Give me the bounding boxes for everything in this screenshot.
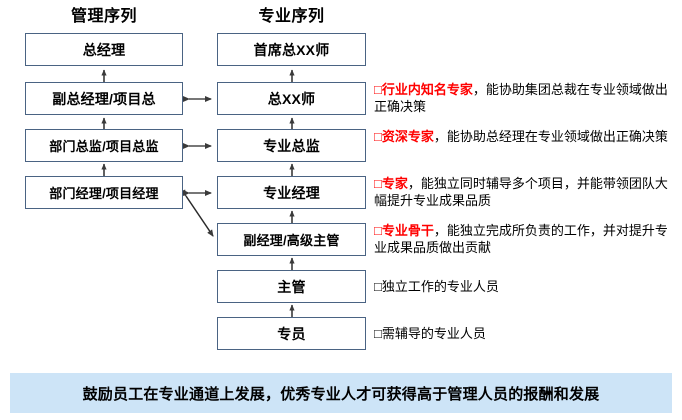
checkbox-icon: □ bbox=[374, 223, 382, 238]
checkbox-icon: □ bbox=[374, 326, 382, 341]
checkbox-icon: □ bbox=[374, 82, 382, 97]
description-text: ，能协助集团总裁在专业领域做出正确决策 bbox=[374, 82, 668, 114]
node-label: 主管 bbox=[277, 278, 306, 295]
node-label: 首席总XX师 bbox=[253, 41, 330, 58]
description-2: □专家，能独立同时辅导多个项目，并能带领团队大幅提升专业成果品质 bbox=[374, 175, 680, 209]
node-label: 部门经理/项目经理 bbox=[49, 186, 159, 201]
column-title-professional: 专业序列 bbox=[258, 8, 325, 25]
node-management-0[interactable]: 总经理 bbox=[25, 33, 183, 66]
node-professional-6[interactable]: 专员 bbox=[217, 317, 366, 350]
node-label: 部门总监/项目总监 bbox=[49, 139, 159, 154]
summary-banner: 鼓励员工在专业通道上发展，优秀专业人才可获得高于管理人员的报酬和发展 bbox=[10, 373, 672, 413]
column-title-management: 管理序列 bbox=[70, 8, 137, 25]
description-highlight: 行业内知名专家 bbox=[381, 82, 473, 97]
summary-banner-text: 鼓励员工在专业通道上发展，优秀专业人才可获得高于管理人员的报酬和发展 bbox=[82, 385, 600, 403]
checkbox-icon: □ bbox=[374, 129, 382, 144]
description-text: 需辅导的专业人员 bbox=[381, 326, 486, 341]
description-1: □资深专家，能协助总经理在专业领域做出正确决策 bbox=[374, 128, 680, 145]
description-highlight: 资深专家 bbox=[381, 129, 434, 144]
node-management-3[interactable]: 部门经理/项目经理 bbox=[25, 176, 183, 209]
description-text: ，能协助总经理在专业领域做出正确决策 bbox=[433, 129, 668, 144]
node-professional-5[interactable]: 主管 bbox=[217, 270, 366, 303]
description-text: ，能独立完成所负责的工作，并对提升专业成果品质做出贡献 bbox=[374, 223, 668, 255]
node-label: 总经理 bbox=[82, 41, 126, 58]
node-label: 专业总监 bbox=[263, 137, 320, 154]
checkbox-icon: □ bbox=[374, 176, 382, 191]
node-professional-4[interactable]: 副经理/高级主管 bbox=[217, 223, 366, 256]
description-0: □行业内知名专家，能协助集团总裁在专业领域做出正确决策 bbox=[374, 81, 680, 115]
node-management-2[interactable]: 部门总监/项目总监 bbox=[25, 129, 183, 162]
node-label: 专业经理 bbox=[263, 184, 320, 201]
node-label: 副总经理/项目总 bbox=[52, 90, 156, 107]
node-professional-0[interactable]: 首席总XX师 bbox=[217, 33, 366, 66]
checkbox-icon: □ bbox=[374, 279, 382, 294]
node-professional-2[interactable]: 专业总监 bbox=[217, 129, 366, 162]
description-5: □需辅导的专业人员 bbox=[374, 325, 680, 342]
description-text: 独立工作的专业人员 bbox=[381, 279, 499, 294]
description-highlight: 专家 bbox=[381, 176, 408, 191]
description-text: ，能独立同时辅导多个项目，并能带领团队大幅提升专业成果品质 bbox=[374, 176, 668, 208]
link-manager-to-deputy-manager bbox=[180, 189, 214, 237]
description-3: □专业骨干，能独立完成所负责的工作，并对提升专业成果品质做出贡献 bbox=[374, 222, 680, 256]
node-professional-1[interactable]: 总XX师 bbox=[217, 82, 366, 115]
description-highlight: 专业骨干 bbox=[381, 223, 434, 238]
description-4: □独立工作的专业人员 bbox=[374, 278, 680, 295]
node-management-1[interactable]: 副总经理/项目总 bbox=[25, 82, 183, 115]
node-professional-3[interactable]: 专业经理 bbox=[217, 176, 366, 209]
node-label: 总XX师 bbox=[267, 90, 316, 107]
node-label: 副经理/高级主管 bbox=[243, 233, 340, 248]
node-label: 专员 bbox=[277, 325, 306, 342]
